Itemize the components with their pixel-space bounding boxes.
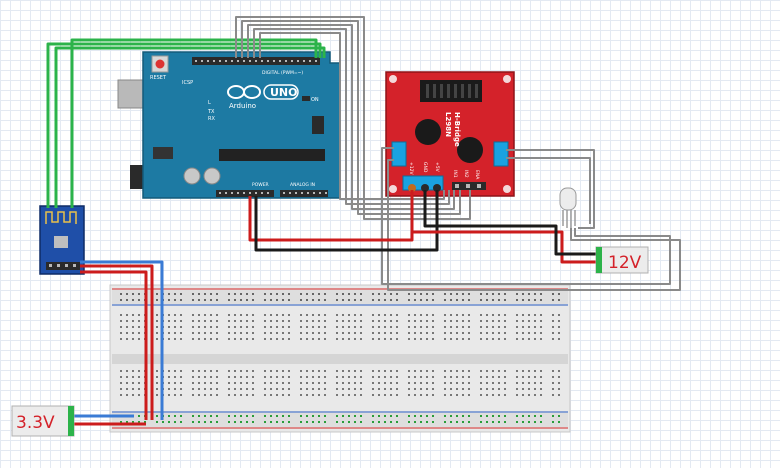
pin-ena-label: ENA (474, 170, 480, 180)
arduino-uno-board: RESET ICSP DIGITAL (PWM=~) Arduino UNO O… (117, 51, 341, 199)
wire-gray-4 (253, 28, 450, 205)
l-label: L (208, 100, 211, 106)
microcontroller-chip (219, 149, 325, 161)
battery-3v3: 3.3V (11, 405, 75, 437)
motor-b-terminal (493, 141, 509, 167)
esp-header (46, 262, 80, 270)
reset-label: RESET (150, 75, 167, 81)
usb-chip (153, 147, 173, 159)
battery-12v: 12V (595, 246, 649, 274)
wire-green-1 (46, 42, 322, 208)
battery-3v3-label: 3.3V (16, 413, 55, 433)
analog-label: ANALOG IN (290, 182, 315, 188)
analog-header (280, 190, 328, 197)
wire-red-12v (410, 190, 598, 264)
wire-green-3 (70, 38, 318, 208)
driver-title-line2: H-Bridge (453, 112, 461, 147)
wire-gray-1 (235, 16, 471, 220)
capacitor-1 (183, 167, 201, 185)
power-label: POWER (252, 182, 269, 188)
pin-5v-label: +5V (434, 162, 440, 173)
digital-label: DIGITAL (PWM=~) (262, 70, 303, 76)
icsp-header (312, 116, 324, 134)
rx-label: RX (208, 116, 215, 122)
wire-black-arduino (254, 190, 439, 252)
esp8266-wifi-module (39, 205, 85, 275)
wire-gray-led-1 (506, 149, 595, 229)
on-label: ON (311, 97, 319, 103)
reset-button-cap[interactable] (155, 59, 165, 69)
esp-chip (54, 236, 68, 248)
driver-capacitor-1 (415, 119, 441, 145)
wire-gray-2 (241, 20, 461, 215)
wire-blue-esp (80, 260, 164, 420)
wire-gray-3 (247, 24, 455, 210)
wire-green-2 (54, 46, 326, 208)
pin-12v-label: +12V (408, 162, 414, 175)
icsp-label: ICSP (182, 80, 193, 86)
uno-badge (263, 84, 299, 100)
capacitor-2 (203, 167, 221, 185)
wire-gray-motor-a (381, 147, 671, 285)
pin-in1-label: IN1 (452, 170, 458, 178)
uno-label: UNO (270, 86, 298, 99)
motor-a-terminal (391, 141, 407, 167)
arduino-brand: Arduino (229, 102, 256, 110)
tx-label: TX (207, 109, 215, 115)
arduino-logo-icon (227, 85, 261, 99)
breadboard (109, 284, 571, 433)
heatsink (420, 80, 482, 102)
wires (46, 16, 681, 426)
wire-gray-led-2 (506, 157, 591, 224)
rgb-led (559, 187, 577, 228)
antenna-icon (45, 211, 77, 224)
battery-12v-label: 12V (608, 253, 642, 273)
pin-gnd-label: GND (422, 162, 428, 173)
driver-capacitor-2 (457, 137, 483, 163)
wire-gray-motor-b (387, 159, 681, 291)
pin-in2-label: IN2 (463, 170, 469, 178)
l298n-motor-driver: L298N H-Bridge +12V GND +5V IN1 IN2 ENA (385, 71, 515, 197)
wire-red-esp-2 (80, 270, 148, 420)
wire-red-esp-1 (80, 264, 154, 420)
wire-black-12v (423, 190, 598, 256)
wire-gray-5 (259, 32, 445, 200)
driver-title-line1: L298N (444, 112, 452, 137)
